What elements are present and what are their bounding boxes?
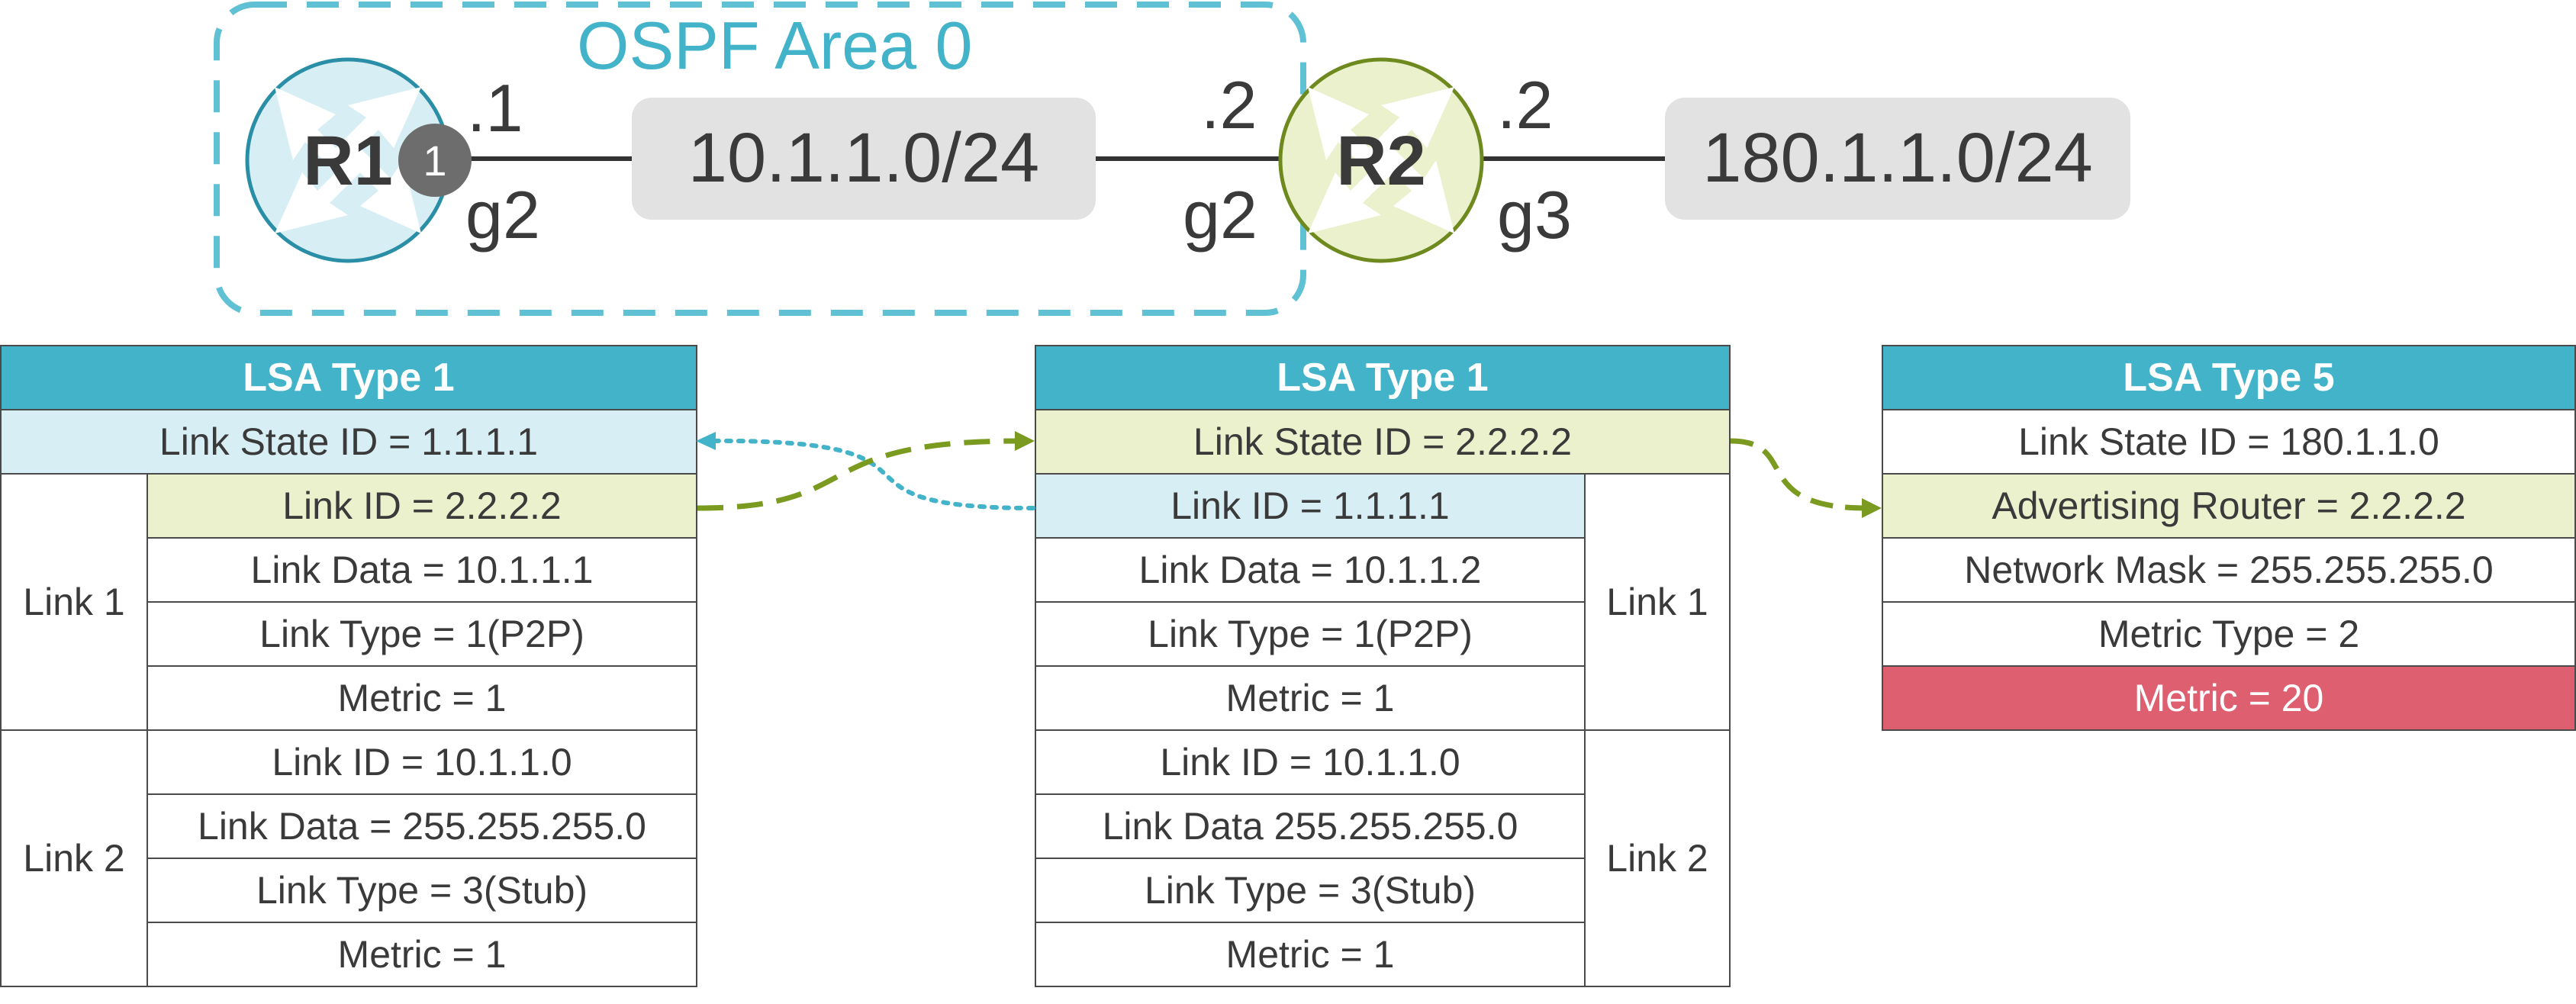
lsa-ext-metric-type: Metric Type = 2 [1882,601,2576,667]
r1-badge-number: 1 [423,137,446,185]
lsa-r2-link2-type: Link Type = 3(Stub) [1035,858,1586,923]
lsa-r1-link2-label: Link 2 [0,729,148,987]
r1-ip-label: .1 [467,70,523,146]
ospf-topology: OSPF Area 0 10.1.1.0/24 180.1.1.0/24 R1 … [214,2,2130,316]
green-arrowhead-icon [1015,431,1035,451]
lsa-r1-table: LSA Type 1 Link State ID = 1.1.1.1 Link … [0,345,697,987]
lsa-r1-link2-data: Link Data = 255.255.255.0 [147,793,697,859]
lsa-ext-mask: Network Mask = 255.255.255.0 [1882,537,2576,603]
lsa-r1-link1-data: Link Data = 10.1.1.1 [147,537,697,603]
r2-right-ip-label: .2 [1497,67,1553,143]
router-r1[interactable]: R1 [245,57,451,263]
area-label: OSPF Area 0 [577,8,972,83]
green-dashed-arrow-2 [1730,438,1867,511]
subnet-box-180 [1665,98,2130,220]
r2-right-iface-label: g3 [1497,177,1572,253]
router-r1-label: R1 [303,122,393,200]
r1-iface-label: g2 [465,177,540,253]
lsa-r2-link1-id: Link ID = 1.1.1.1 [1035,473,1586,539]
lsa-r2-link1-metric: Metric = 1 [1035,665,1586,731]
lsa-r2-lsid: Link State ID = 2.2.2.2 [1035,409,1731,475]
lsa-r1-link1-label: Link 1 [0,473,148,731]
r1-badge [398,124,472,197]
lsa-ext-adv-router: Advertising Router = 2.2.2.2 [1882,473,2576,539]
lsa-r1-header: LSA Type 1 [0,345,697,410]
green-arrowhead-2-icon [1862,498,1882,518]
lsa-r2-link1-label: Link 1 [1584,473,1731,731]
lsa-r2-link2-metric: Metric = 1 [1035,922,1586,987]
lsa-r1-link2-id: Link ID = 10.1.1.0 [147,729,697,795]
lsa-r2-link2-label: Link 2 [1584,729,1731,987]
lsa-r2-link2-id: Link ID = 10.1.1.0 [1035,729,1586,795]
lsa-r1-link1-metric: Metric = 1 [147,665,697,731]
area-boundary [214,2,1306,316]
lsa-r2-table: LSA Type 1 Link State ID = 2.2.2.2 Link … [1035,345,1731,987]
lsa-ext-header: LSA Type 5 [1882,345,2576,410]
subnet-10-label: 10.1.1.0/24 [688,119,1039,197]
router-r2-label: R2 [1336,122,1426,200]
green-dashed-arrow [697,438,1020,511]
router-r2[interactable]: R2 [1278,57,1484,263]
lsa-r2-link1-type: Link Type = 1(P2P) [1035,601,1586,667]
r2-left-iface-label: g2 [1183,177,1257,253]
lsa-ext-metric: Metric = 20 [1882,665,2576,731]
lsa-r2-link2-data: Link Data 255.255.255.0 [1035,793,1586,859]
blue-dotted-arrow [707,438,1035,510]
blue-arrowhead-icon [696,432,716,450]
lsa-ext-table: LSA Type 5 Link State ID = 180.1.1.0 Adv… [1882,345,2576,731]
subnet-box-10 [632,98,1096,220]
lsa-r1-link2-type: Link Type = 3(Stub) [147,858,697,923]
lsa-r1-link1-id: Link ID = 2.2.2.2 [147,473,697,539]
lsa-r1-link1-type: Link Type = 1(P2P) [147,601,697,667]
lsa-r1-lsid: Link State ID = 1.1.1.1 [0,409,697,475]
lsa-r1-link2-metric: Metric = 1 [147,922,697,987]
lsa-r2-header: LSA Type 1 [1035,345,1731,410]
lsa-r2-link1-data: Link Data = 10.1.1.2 [1035,537,1586,603]
subnet-180-label: 180.1.1.0/24 [1702,119,2093,197]
r2-left-ip-label: .2 [1201,67,1257,143]
lsa-ext-lsid: Link State ID = 180.1.1.0 [1882,409,2576,475]
